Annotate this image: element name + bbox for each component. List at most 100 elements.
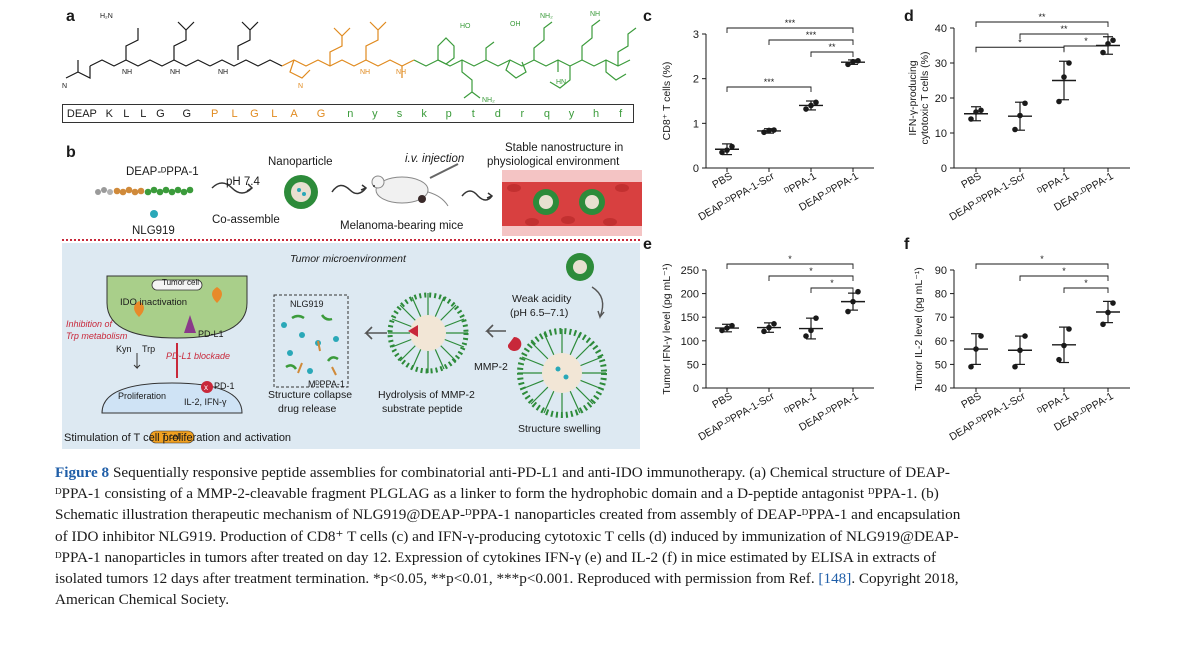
y-tick-label-c: 3 — [693, 29, 699, 41]
figure-caption: Figure 8 Sequentially responsive peptide… — [55, 462, 1140, 610]
stim-label: Stimulation of T cell proliferation and … — [64, 432, 292, 444]
significance-bracket-f — [975, 263, 1109, 269]
x-tick-label-d: DEAP-ᴰPPA-1-Scr — [947, 170, 1028, 223]
significance-label-f: * — [1040, 254, 1044, 264]
data-point-f — [1066, 326, 1072, 332]
x-tick-label-d: ᴰPPA-1 — [1036, 170, 1072, 198]
data-point-e — [766, 324, 772, 331]
sequence-residue-20: q — [543, 107, 551, 120]
il2-label: IL-2, IFN-γ — [184, 397, 227, 407]
y-tick-label-d: 10 — [935, 128, 947, 140]
sequence-residue-11: G — [316, 107, 326, 120]
x-tick-label-e: DEAP-ᴰPPA-1-Scr — [696, 390, 777, 443]
svg-text:NH: NH — [218, 69, 228, 76]
iv-label: i.v. injection — [405, 153, 465, 165]
data-point-f — [1105, 309, 1111, 316]
significance-label-e: * — [809, 266, 813, 276]
data-point-e — [729, 322, 735, 329]
x-tick-label-f: DEAP-ᴰPPA-1-Scr — [947, 390, 1028, 443]
svg-text:OH: OH — [510, 21, 521, 28]
collapse-label-1: Structure collapse — [268, 389, 353, 401]
caption-line-6-end: . Copyright 2018, — [851, 570, 959, 588]
data-point-c — [761, 129, 767, 136]
data-point-d — [978, 107, 984, 114]
data-point-f — [968, 363, 974, 370]
y-tick-label-e: 150 — [681, 312, 699, 324]
x-tick-label-c: PBS — [710, 170, 734, 191]
pdl1-blockade-label: PD-L1 blockade — [166, 351, 231, 361]
data-point-e — [850, 298, 856, 305]
data-point-f — [1017, 347, 1023, 354]
ph-label: pH 7.4 — [226, 176, 260, 188]
caption-line-6: isolated tumors 12 days after treatment … — [55, 570, 819, 588]
sequence-residue-23: f — [619, 107, 623, 120]
y-tick-label-d: 0 — [941, 163, 947, 175]
sequence-residue-22: h — [593, 107, 600, 120]
hydro-label-1: Hydrolysis of MMP-2 — [378, 389, 475, 401]
data-point-e — [724, 325, 730, 331]
y-tick-label-e: 250 — [681, 265, 699, 277]
significance-label-d: ** — [1060, 24, 1068, 34]
data-point-d — [1066, 60, 1072, 66]
significance-bracket-c — [726, 86, 812, 92]
swelling-label: Structure swelling — [518, 423, 601, 435]
y-axis-label-e: Tumor IFN-γ level (pg mL⁻¹) — [661, 263, 673, 394]
data-point-f — [978, 333, 984, 339]
sequence-residue-6: P — [211, 107, 219, 120]
caption-ref-link[interactable]: [148] — [818, 570, 852, 588]
panel-letter-e: e — [643, 236, 652, 253]
section-divider — [62, 239, 640, 241]
x-tick-label-f: ᴰPPA-1 — [1036, 390, 1072, 418]
x-tick-label-f: PBS — [959, 390, 983, 411]
y-axis-label-f: Tumor IL-2 level (pg mL⁻¹) — [913, 267, 925, 391]
mmp2-label: MMP-2 — [474, 361, 508, 373]
data-point-e — [855, 288, 861, 295]
weak-label-2: (pH 6.5–7.1) — [510, 307, 569, 319]
svg-text:NH: NH — [170, 69, 180, 76]
data-point-f — [1100, 321, 1106, 328]
significance-label-e: * — [830, 278, 834, 288]
sequence-residue-9: L — [271, 107, 278, 120]
sequence-residue-4: G — [156, 107, 165, 120]
sequence-residue-16: p — [445, 107, 452, 120]
ido-label: IDO inactivation — [120, 297, 188, 308]
sequence-residue-13: y — [372, 107, 378, 120]
data-point-e — [803, 333, 809, 339]
y-tick-label-e: 50 — [687, 359, 699, 371]
significance-bracket-c — [810, 51, 854, 57]
panel-letter-a: a — [66, 8, 75, 25]
y-tick-label-f: 60 — [935, 336, 947, 348]
data-point-d — [1056, 98, 1062, 105]
data-point-c — [766, 127, 772, 134]
nlg-small-label: NLG919 — [290, 299, 324, 309]
significance-bracket-f — [1019, 275, 1109, 281]
panel-letter-d: d — [904, 8, 914, 25]
data-point-d — [968, 116, 974, 122]
sequence-residue-12: n — [347, 107, 354, 120]
data-point-c — [771, 127, 777, 133]
data-point-f — [973, 346, 979, 352]
significance-bracket-e — [810, 287, 854, 293]
sequence-residue-2: L — [123, 107, 130, 120]
data-point-d — [1110, 37, 1116, 44]
significance-label-f: * — [1062, 266, 1066, 276]
stable-label-1: Stable nanostructure in — [505, 142, 624, 154]
significance-bracket-c — [768, 39, 854, 45]
caption-line-5: ᴰPPA-1 nanoparticles in tumors after tre… — [55, 548, 937, 566]
sequence-residue-18: d — [494, 107, 501, 120]
svg-text:N: N — [298, 83, 303, 90]
x-tick-label-c: DEAP-ᴰPPA-1-Scr — [696, 170, 777, 223]
sequence-residue-7: L — [231, 107, 238, 120]
x-tick-label-d: PBS — [959, 170, 983, 191]
panel-letter-b: b — [66, 144, 76, 161]
inhib-label-1: Inhibition of — [66, 319, 113, 329]
y-tick-label-d: 20 — [935, 93, 947, 105]
weak-label-1: Weak acidity — [512, 293, 572, 305]
caption-line-4: of IDO inhibitor NLG919. Production of C… — [55, 527, 959, 545]
data-point-d — [1100, 49, 1106, 56]
scheme-top-illustration — [95, 163, 642, 236]
caption-line-7: American Chemical Society. — [55, 591, 230, 609]
